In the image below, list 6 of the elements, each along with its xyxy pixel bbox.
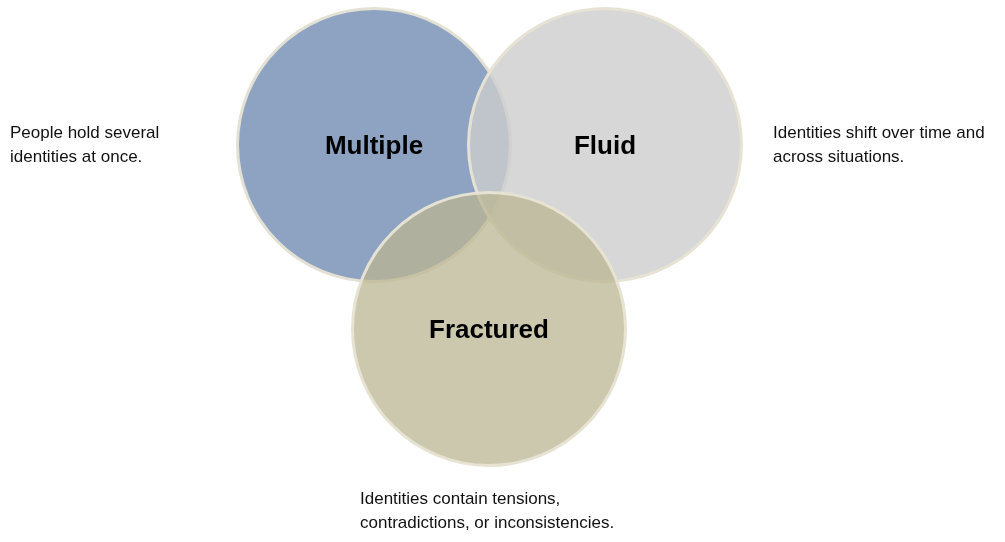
circle-title: Fluid [573,129,637,161]
description-text: Identities contain tensions, contradictions, or inconsistencies. [360,488,616,534]
description-text: Identities shift over time and across situations. [773,122,986,168]
description-text: People hold several identities at once. [10,122,161,168]
circle-title: Multiple [324,129,424,161]
circle-title: Fractured [429,313,549,345]
